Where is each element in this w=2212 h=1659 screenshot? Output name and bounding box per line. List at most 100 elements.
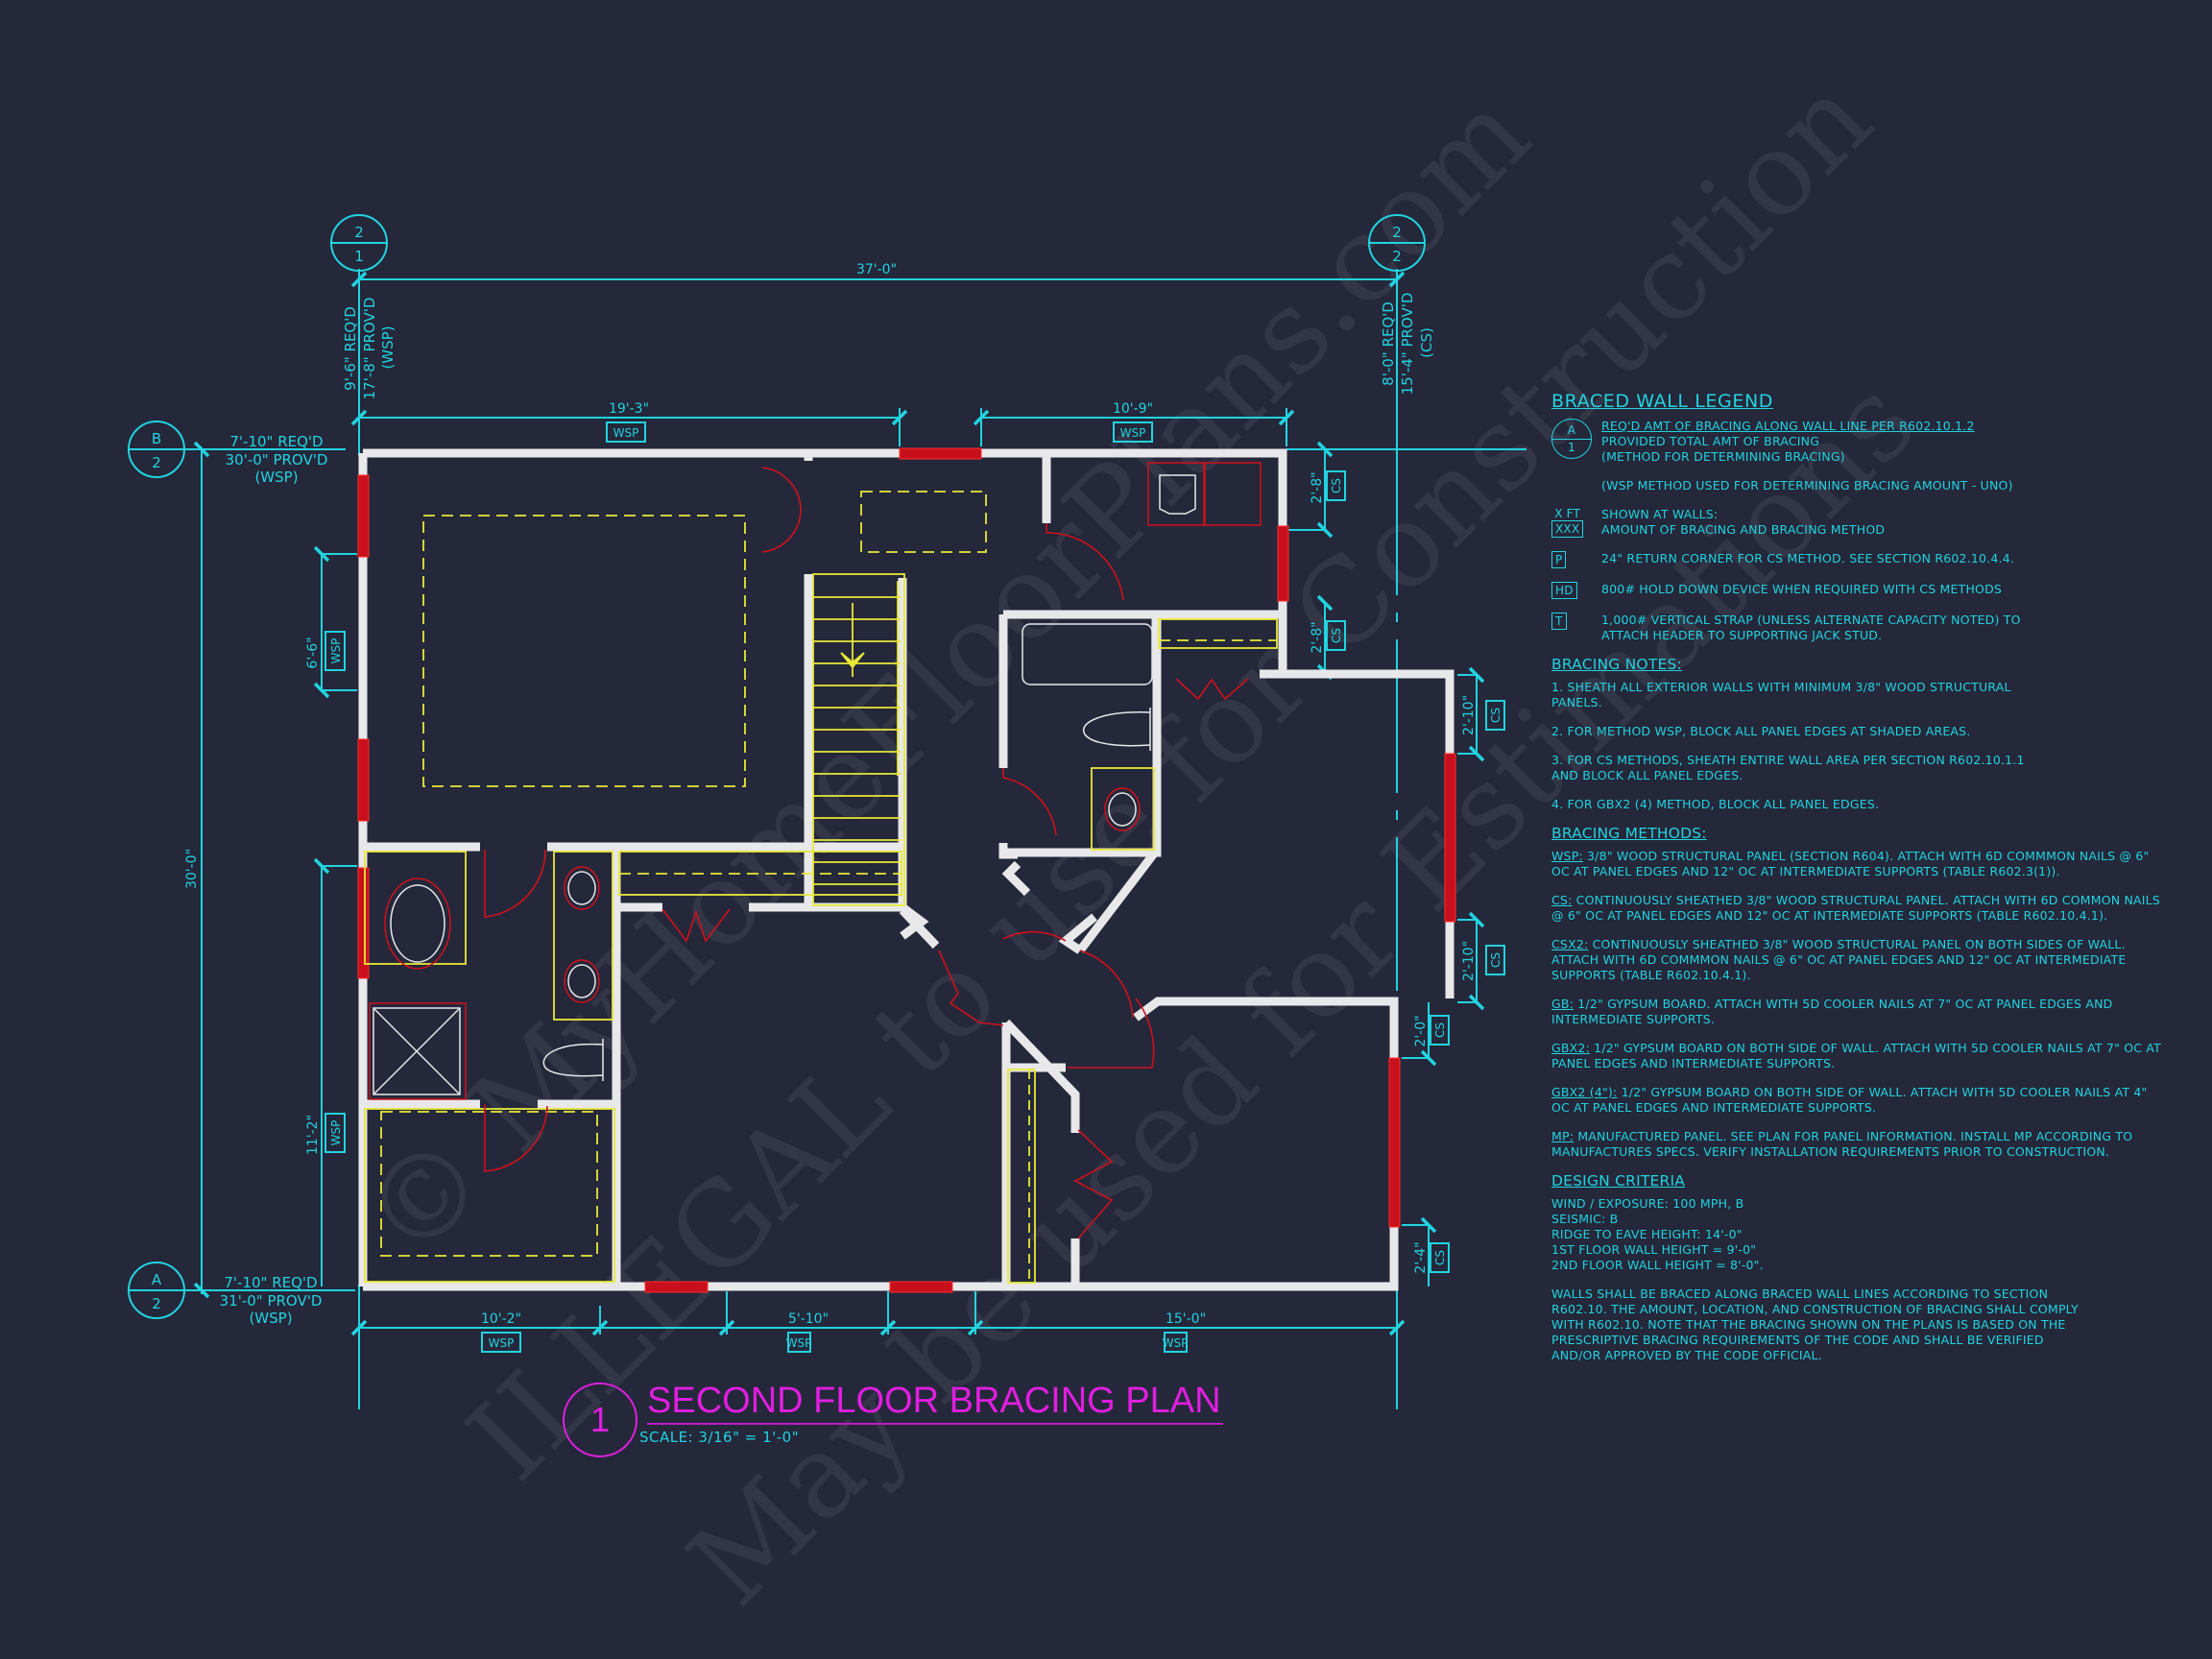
method-wsp: WSP: 3/8" WOOD STRUCTURAL PANEL (SECTION… [1551, 849, 2150, 878]
notes-panel: BRACED WALL LEGEND A 1 REQ'D AMT OF BRAC… [1551, 391, 2166, 1377]
legend-row-xft: X FT XXX SHOWN AT WALLS: AMOUNT OF BRACI… [1551, 507, 2166, 538]
legend-circle-line-2: PROVIDED TOTAL AMT OF BRACING [1601, 434, 1820, 448]
dim-overall-width: 37'-0" [856, 262, 897, 277]
tag-right-3: CS [1489, 708, 1503, 723]
fixture-red-outlines [369, 462, 1262, 1100]
cs-tag-6 [1430, 1242, 1450, 1273]
xft-label: X FT [1554, 507, 1581, 520]
marker-a-bottom: 2 [152, 1295, 161, 1312]
tag-bottom-1: WSP [489, 1336, 515, 1350]
vanity-2 [1091, 767, 1155, 851]
bathtub-oval [390, 884, 445, 963]
bracing-note-1: 1. SHEATH ALL EXTERIOR WALLS WITH MINIMU… [1551, 680, 2011, 709]
method-gbx2: GBx2: 1/2" GYPSUM BOARD ON BOTH SIDE OF … [1551, 1041, 2161, 1070]
tag-right-5: CS [1433, 1022, 1447, 1038]
gridline-a-req: 7'-10" REQ'D [224, 1274, 317, 1291]
dim-top-left: 19'-3" [609, 401, 649, 417]
grid-marker-symbol: A 1 [1551, 419, 1592, 459]
gridline-b-prov: 30'-0" PROV'D [226, 451, 328, 469]
marker-2-2-bottom: 2 [1392, 248, 1402, 265]
gridline-2-1-req: 9'-6" REQ'D [342, 306, 359, 391]
bed-outline [422, 515, 746, 787]
plan-scale: SCALE: 3/16" = 1'-0" [639, 1429, 800, 1446]
gridline-2-1-prov: 17'-8" PROV'D [361, 298, 378, 400]
legend-row-hd: HD 800# HOLD DOWN DEVICE WHEN REQUIRED W… [1551, 582, 2166, 599]
criteria-wind: WIND / EXPOSURE: 100 MPH, B [1551, 1196, 1744, 1211]
legend-row-circle: A 1 REQ'D AMT OF BRACING ALONG WALL LINE… [1551, 419, 2166, 465]
gridline-b-method: (WSP) [254, 469, 298, 486]
dim-overall-height: 30'-0" [184, 849, 200, 889]
plan-number: 1 [589, 1400, 611, 1439]
washer [1159, 474, 1196, 515]
cs-tag-4 [1485, 945, 1505, 975]
bathtub [1022, 623, 1153, 685]
symbol-bottom: 1 [1568, 441, 1575, 454]
doors [484, 467, 1249, 1239]
tag-right-2: CS [1330, 628, 1343, 643]
stair-down-arrow-icon [840, 652, 865, 669]
legend-title: BRACED WALL LEGEND [1551, 391, 1773, 412]
tag-right-4: CS [1489, 952, 1503, 968]
grid-marker-2-1 [330, 214, 388, 272]
xxx-box: XXX [1551, 520, 1584, 538]
wsp-tag-left-lower [325, 1113, 346, 1153]
design-criteria-title: DESIGN CRITERIA [1551, 1172, 1686, 1190]
cs-tag-1 [1326, 470, 1346, 501]
legend-row-t: T 1,000# VERTICAL STRAP (UNLESS ALTERNAT… [1551, 613, 2166, 643]
closet-shelf-3 [1007, 1069, 1036, 1284]
dim-top-right: 10'-9" [1113, 401, 1153, 417]
p-text: 24" RETURN CORNER FOR CS METHOD. SEE SEC… [1601, 551, 2015, 565]
gridline-b-req: 7'-10" REQ'D [229, 433, 323, 450]
dim-right-5: 2'-0" [1413, 1015, 1429, 1046]
dim-right-4: 2'-10" [1461, 941, 1477, 981]
tag-left-lower: WSP [329, 1120, 343, 1146]
legend-row-p: P 24" RETURN CORNER FOR CS METHOD. SEE S… [1551, 551, 2166, 568]
method-csx2: CSx2: CONTINUOUSLY SHEATHED 3/8" WOOD ST… [1551, 937, 2127, 982]
dim-right-2: 2'-8" [1310, 621, 1325, 653]
legend-circle-line-1: REQ'D AMT OF BRACING ALONG WALL LINE PER… [1601, 419, 1975, 433]
criteria-2nd-floor: 2ND FLOOR WALL HEIGHT = 8'-0". [1551, 1258, 1764, 1272]
bracing-note-4: 4. FOR GBx2 (4) METHOD, BLOCK ALL PANEL … [1551, 797, 1880, 811]
marker-b-bottom: 2 [152, 454, 161, 471]
braced-wall-panels [357, 447, 1456, 1293]
p-symbol: P [1551, 551, 1567, 568]
marker-2-2-top: 2 [1392, 224, 1402, 241]
sink-3 [1108, 792, 1137, 827]
tag-top-right: WSP [1120, 426, 1146, 440]
tag-right-1: CS [1330, 478, 1343, 493]
wsp-tag-bottom-3 [1164, 1332, 1188, 1353]
tag-bottom-2: WSP [786, 1336, 812, 1350]
gridline-2-1-method: (WSP) [379, 325, 397, 369]
shower [373, 1007, 461, 1095]
stair [812, 573, 905, 906]
criteria-seismic: SEISMIC: B [1551, 1212, 1619, 1226]
door-hall-bath [1002, 768, 1057, 836]
plan-title: SECOND FLOOR BRACING PLAN [647, 1379, 1223, 1425]
door-linen [1002, 930, 1067, 942]
grid-marker-2-2 [1368, 214, 1426, 272]
legend-circle-line-3: (METHOD FOR DETERMINING BRACING) [1601, 449, 1845, 464]
dim-bottom-2: 5'-10" [788, 1311, 829, 1327]
toilet-1 [542, 1039, 604, 1081]
marker-a-top: A [152, 1271, 162, 1288]
dim-right-3: 2'-10" [1461, 695, 1477, 735]
criteria-1st-floor: 1ST FLOOR WALL HEIGHT = 9'-0" [1551, 1242, 1757, 1257]
stair-treads [813, 581, 901, 885]
marker-2-1-bottom: 1 [354, 248, 364, 265]
wsp-tag-bottom-2 [787, 1332, 811, 1353]
sink-2 [567, 964, 596, 998]
hd-symbol: HD [1551, 582, 1577, 599]
door-laundry [1046, 523, 1124, 601]
cs-tag-2 [1326, 620, 1346, 651]
wsp-tag-left-upper [325, 631, 346, 671]
tag-left-upper: WSP [329, 638, 343, 664]
door-bedroom-4 [1068, 998, 1155, 1069]
fixtures-white [373, 474, 1196, 1095]
toilet-2 [1082, 708, 1151, 751]
dim-right-6: 2'-4" [1413, 1241, 1429, 1273]
symbol-top: A [1567, 423, 1576, 437]
method-gb: GB: 1/2" GYPSUM BOARD. ATTACH WITH 5d CO… [1551, 997, 2113, 1026]
door-bifold-3 [1073, 1129, 1114, 1239]
xft-line-1: SHOWN AT WALLS: [1601, 507, 1719, 521]
